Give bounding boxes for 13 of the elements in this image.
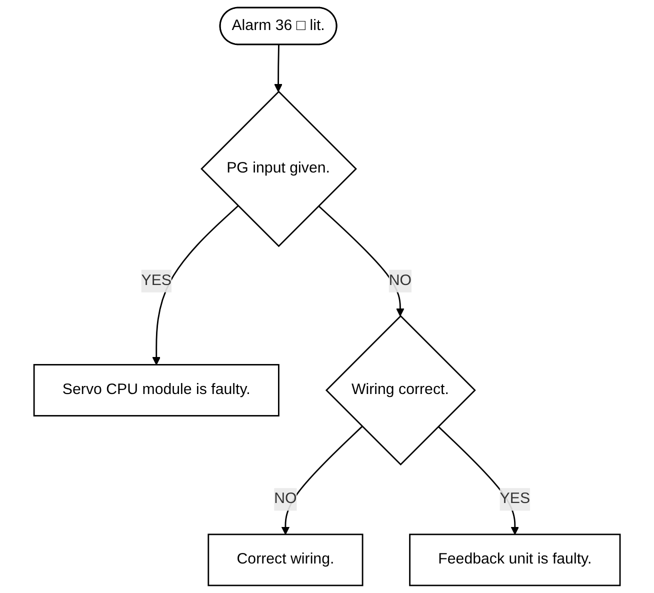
- node-box: Servo CPU module is faulty.: [33, 364, 280, 416]
- edge-label: YES: [500, 490, 530, 508]
- edge-label: NO: [274, 490, 297, 508]
- node-diamond: PG input given.: [200, 90, 357, 248]
- node-diamond: Wiring correct.: [325, 315, 476, 466]
- arrow: [281, 426, 363, 535]
- arrow: [152, 205, 238, 366]
- node-box: Feedback unit is faulty.: [409, 534, 621, 586]
- arrow: [318, 205, 404, 316]
- node-box: Correct wiring.: [208, 534, 364, 586]
- arrow: [274, 44, 282, 92]
- edge-label: NO: [388, 272, 412, 289]
- edge-label: YES: [141, 272, 172, 289]
